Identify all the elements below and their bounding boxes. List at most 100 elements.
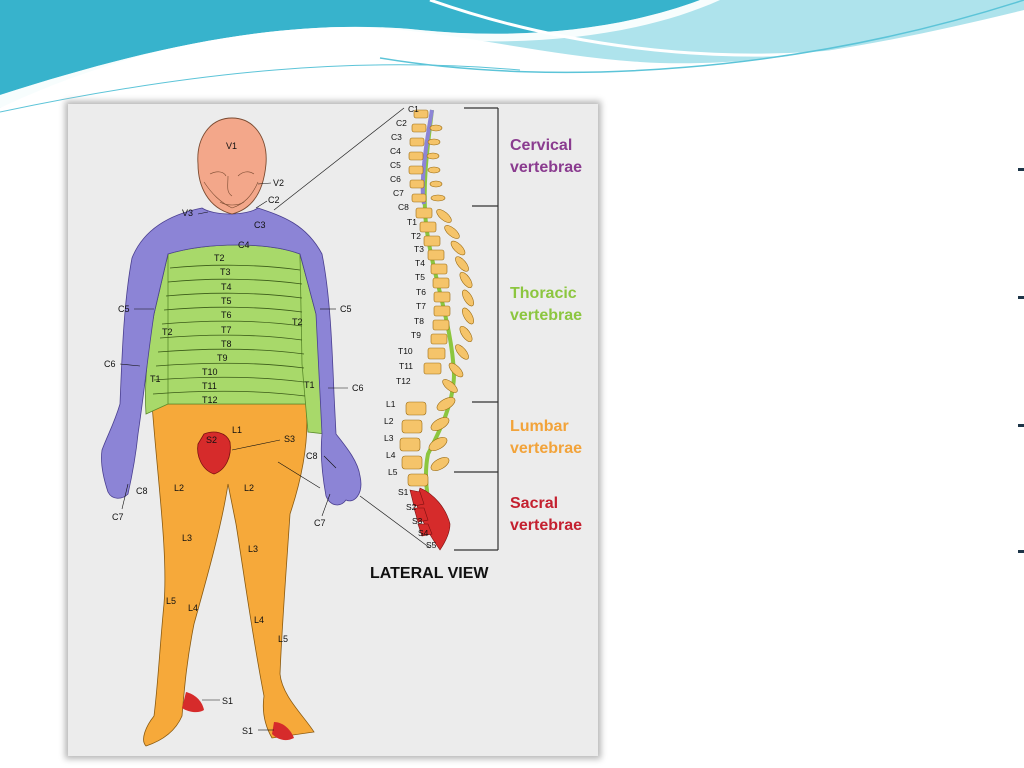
label-c2: C2 bbox=[268, 195, 280, 205]
trunk-label: T11 bbox=[202, 381, 217, 391]
label-t1-left: T1 bbox=[150, 374, 161, 384]
spine-label-c8: C8 bbox=[398, 202, 409, 212]
trunk-label: T9 bbox=[217, 353, 228, 363]
trunk-label: T5 bbox=[221, 296, 232, 306]
category-thoracic-line1: Thoracic bbox=[510, 285, 577, 302]
category-bracket bbox=[454, 107, 499, 551]
label-l5-right: L5 bbox=[278, 634, 288, 644]
label-c8-right: C8 bbox=[306, 451, 318, 461]
label-l1: L1 bbox=[232, 425, 242, 435]
label-t2-right: T2 bbox=[292, 317, 303, 327]
label-c7-right: C7 bbox=[314, 518, 326, 528]
label-l4-right: L4 bbox=[254, 615, 264, 625]
spine-label-c7: C7 bbox=[393, 188, 404, 198]
spine-label-c2: C2 bbox=[396, 118, 407, 128]
spine-label-l2: L2 bbox=[384, 416, 394, 426]
label-c5-left: C5 bbox=[118, 304, 130, 314]
label-v1: V1 bbox=[226, 141, 237, 151]
header-wave bbox=[0, 0, 1024, 113]
sacral-region bbox=[197, 431, 231, 475]
category-lumbar-line1: Lumbar bbox=[510, 418, 569, 435]
category-sacral-line1: Sacral bbox=[510, 495, 558, 512]
spine-label-t12: T12 bbox=[396, 376, 411, 386]
spine-label-t10: T10 bbox=[398, 346, 413, 356]
vertebrae-thoracic bbox=[415, 207, 451, 375]
label-l5-left: L5 bbox=[166, 596, 176, 606]
spine-label-t9: T9 bbox=[411, 330, 421, 340]
vertebrae-lumbar bbox=[399, 401, 429, 487]
vertebrae-cervical-processes bbox=[426, 124, 446, 202]
spine-label-c1: C1 bbox=[408, 104, 419, 114]
vertebrae-thoracic-processes bbox=[436, 209, 474, 393]
spine-label-s3: S3 bbox=[412, 516, 423, 526]
category-cervical-line1: Cervical bbox=[510, 137, 572, 154]
spine-label-c6: C6 bbox=[390, 174, 401, 184]
bullet-marker bbox=[1018, 424, 1024, 427]
spine-label-t2: T2 bbox=[411, 231, 421, 241]
sacrum bbox=[409, 487, 451, 551]
spine-label-s2: S2 bbox=[406, 502, 417, 512]
lateral-view-label: LATERAL VIEW bbox=[370, 565, 489, 582]
label-c4: C4 bbox=[238, 240, 250, 250]
label-l2-left: L2 bbox=[174, 483, 184, 493]
spine-label-l3: L3 bbox=[384, 433, 394, 443]
s1-patch-left bbox=[182, 692, 204, 713]
spine-label-l5: L5 bbox=[388, 467, 398, 477]
label-t2-left: T2 bbox=[162, 327, 173, 337]
label-c3: C3 bbox=[254, 220, 266, 230]
trunk-labels: T2 T3 T4 T5 T6 T7 T8 T9 T10 T11 T12 bbox=[202, 253, 232, 405]
trunk-label: T3 bbox=[220, 267, 231, 277]
trunk-label: T2 bbox=[214, 253, 225, 263]
spine-label-t6: T6 bbox=[416, 287, 426, 297]
label-v3: V3 bbox=[182, 208, 193, 218]
label-s3: S3 bbox=[284, 434, 295, 444]
label-c8-left: C8 bbox=[136, 486, 148, 496]
spine-label-c5: C5 bbox=[390, 160, 401, 170]
label-s1-right: S1 bbox=[242, 726, 253, 736]
label-l4-left: L4 bbox=[188, 603, 198, 613]
label-c6-right: C6 bbox=[352, 383, 364, 393]
spine-label-s4: S4 bbox=[418, 528, 429, 538]
label-s2: S2 bbox=[206, 435, 217, 445]
spine-label-t5: T5 bbox=[415, 272, 425, 282]
spine-label-t4: T4 bbox=[415, 258, 425, 268]
head bbox=[197, 117, 267, 215]
s1-patch-right bbox=[272, 722, 294, 741]
spine-label-l1: L1 bbox=[386, 399, 396, 409]
dermatome-figure: V1 V2 V3 C2 C3 C4 C5 C5 C6 C6 T2 T2 T1 T… bbox=[68, 104, 598, 756]
lumbar-region bbox=[143, 403, 315, 747]
spine-label-t11: T11 bbox=[399, 361, 413, 371]
spine-label-s5: S5 bbox=[426, 540, 437, 550]
label-c5-right: C5 bbox=[340, 304, 352, 314]
dermatome-diagram: V1 V2 V3 C2 C3 C4 C5 C5 C6 C6 T2 T2 T1 T… bbox=[101, 104, 582, 747]
label-t1-right: T1 bbox=[304, 380, 315, 390]
trunk-label: T6 bbox=[221, 310, 232, 320]
spine-label-t1: T1 bbox=[407, 217, 417, 227]
spine-label-t3: T3 bbox=[414, 244, 424, 254]
cervical-region bbox=[101, 207, 362, 506]
spine-labels: C1C2C3C4C5C6C7C8T1T2T3T4T5T6T7T8T9T10T11… bbox=[384, 104, 437, 550]
spine-label-l4: L4 bbox=[386, 450, 396, 460]
spine-label-c3: C3 bbox=[391, 132, 402, 142]
vertebrae-cervical bbox=[408, 109, 429, 203]
vertebrae-lumbar-processes bbox=[428, 397, 456, 471]
trunk-label: T4 bbox=[221, 282, 232, 292]
category-lumbar-line2: vertebrae bbox=[510, 440, 582, 457]
trunk-label: T7 bbox=[221, 325, 232, 335]
label-c6-left: C6 bbox=[104, 359, 116, 369]
spine-label-c4: C4 bbox=[390, 146, 401, 156]
bullet-marker bbox=[1018, 550, 1024, 553]
trunk-label: T12 bbox=[202, 395, 218, 405]
spine-label-s1: S1 bbox=[398, 487, 409, 497]
label-c7-left: C7 bbox=[112, 512, 124, 522]
category-labels: Cervical vertebrae Thoracic vertebrae Lu… bbox=[510, 137, 582, 534]
label-l3-left: L3 bbox=[182, 533, 192, 543]
trunk-label: T10 bbox=[202, 367, 218, 377]
category-thoracic-line2: vertebrae bbox=[510, 307, 582, 324]
trunk-label: T8 bbox=[221, 339, 232, 349]
spine-label-t8: T8 bbox=[414, 316, 424, 326]
category-sacral-line2: vertebrae bbox=[510, 517, 582, 534]
bullet-marker bbox=[1018, 168, 1024, 171]
label-s1-left: S1 bbox=[222, 696, 233, 706]
category-cervical-line2: vertebrae bbox=[510, 159, 582, 176]
